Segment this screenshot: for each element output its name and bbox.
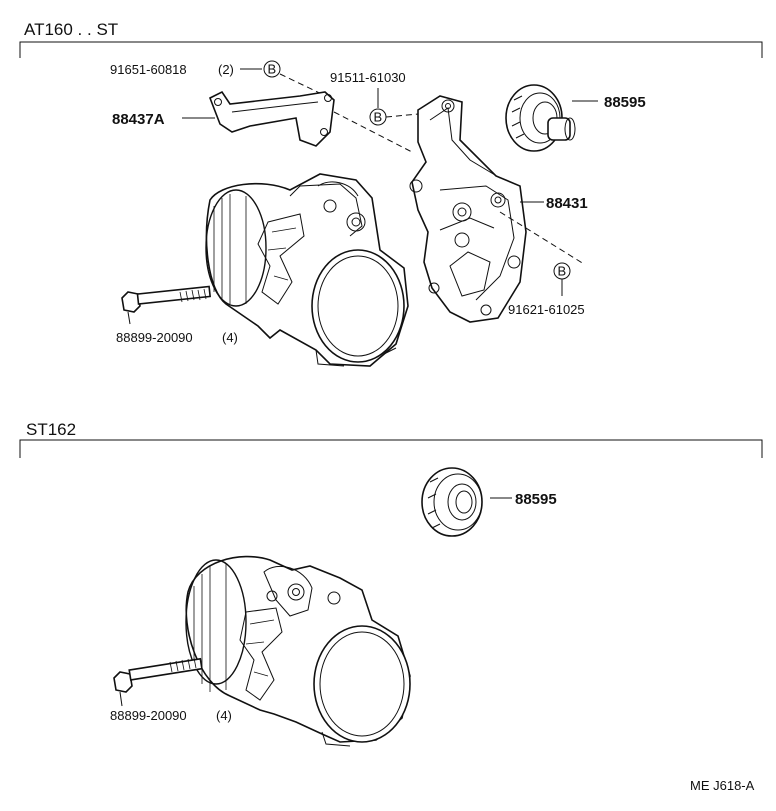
part-number: 88437A xyxy=(112,111,165,128)
part-number: 88595 xyxy=(604,94,646,111)
compressor-bolt-lower: 88899-20090 (4) xyxy=(110,657,232,723)
section-label-upper: AT160 . . ST xyxy=(24,20,118,39)
upper-section: AT160 . . ST xyxy=(19,20,763,58)
part-number: 88595 xyxy=(515,491,557,508)
part-quantity: (2) xyxy=(218,62,234,77)
lower-section: ST162 xyxy=(19,420,763,458)
reference-letter: B xyxy=(558,264,567,279)
compressor-bolt-upper: 88899-20090 (4) xyxy=(116,285,238,345)
bracket-88437a: 88437A xyxy=(112,90,413,153)
part-number: 88899-20090 xyxy=(110,708,187,723)
figure-code: ME J618-A xyxy=(690,778,755,793)
part-quantity: (4) xyxy=(216,708,232,723)
callout-91621-61025: B 91621-61025 xyxy=(508,262,585,317)
ac-compressor-upper xyxy=(205,173,409,367)
part-number: 88899-20090 xyxy=(116,330,193,345)
callout-91651-60818: 91651-60818 (2) B xyxy=(110,60,331,99)
part-quantity: (4) xyxy=(222,330,238,345)
section-bracket-lower xyxy=(19,439,763,458)
part-number: 91621-61025 xyxy=(508,302,585,317)
compressor-bracket-88431: 88431 xyxy=(409,95,588,323)
part-number: 91651-60818 xyxy=(110,62,187,77)
reference-marker-b xyxy=(263,60,281,78)
idler-pulley-upper: 88595 xyxy=(505,84,646,152)
part-number: 88431 xyxy=(546,195,588,212)
section-label-lower: ST162 xyxy=(26,420,76,439)
ac-compressor-lower xyxy=(185,555,411,747)
idler-pulley-lower: 88595 xyxy=(421,467,557,537)
reference-letter: B xyxy=(268,62,277,77)
section-bracket-upper xyxy=(19,41,763,58)
part-number: 91511-61030 xyxy=(330,70,406,85)
reference-letter: B xyxy=(374,110,383,125)
